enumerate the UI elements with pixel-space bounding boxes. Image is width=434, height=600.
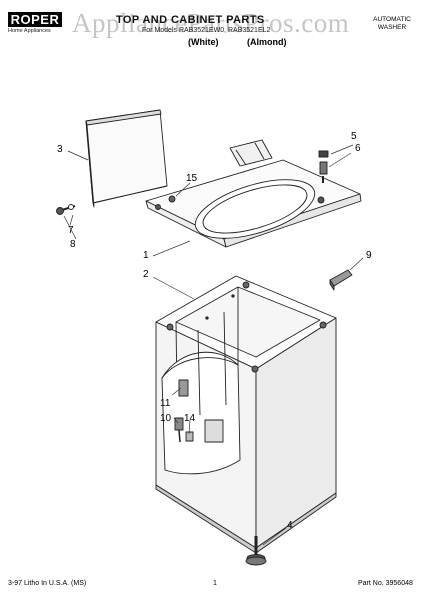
top-frame-assembly[interactable] [145,139,362,250]
callout-8: 8 [70,239,76,250]
callout-10: 10 [160,413,172,424]
callout-2: 2 [143,269,149,280]
page-number: 1 [213,580,217,587]
door-switch-bracket[interactable] [174,379,194,443]
brand-logo: ROPER [8,12,62,27]
callout-4: 4 [287,520,293,531]
model-numbers: For Models RAB3521EW0, RAB3521EL2 [142,27,271,34]
top-lid-panel[interactable] [85,109,168,208]
part-number: Part No. 3956048 [358,580,413,587]
callout-15: 15 [186,173,198,184]
callout-1: 1 [143,250,149,261]
callout-3: 3 [57,144,63,155]
product-type: AUTOMATIC WASHER [373,16,411,31]
callout-6: 6 [355,143,361,154]
hinge-screw[interactable] [56,204,76,215]
diagram-title: TOP AND CABINET PARTS [116,14,265,26]
brand-tagline: Home Appliances [8,28,51,34]
leveling-leg[interactable] [245,536,267,566]
washer-cabinet[interactable] [155,275,337,554]
callout-7: 7 [68,225,74,236]
callout-leader-lines [63,144,364,546]
callout-14: 14 [184,413,196,424]
callout-5: 5 [351,131,357,142]
callout-9: 9 [366,250,372,261]
footer-litho: 3-97 Litho In U.S.A. (MS) [8,580,87,587]
callout-11: 11 [160,398,171,409]
color-variants: (White) (Almond) [188,37,287,47]
top-clip[interactable] [318,150,329,183]
cabinet-clip[interactable] [329,269,353,291]
watermark-text: AppliancePartsPros.com [72,8,350,38]
